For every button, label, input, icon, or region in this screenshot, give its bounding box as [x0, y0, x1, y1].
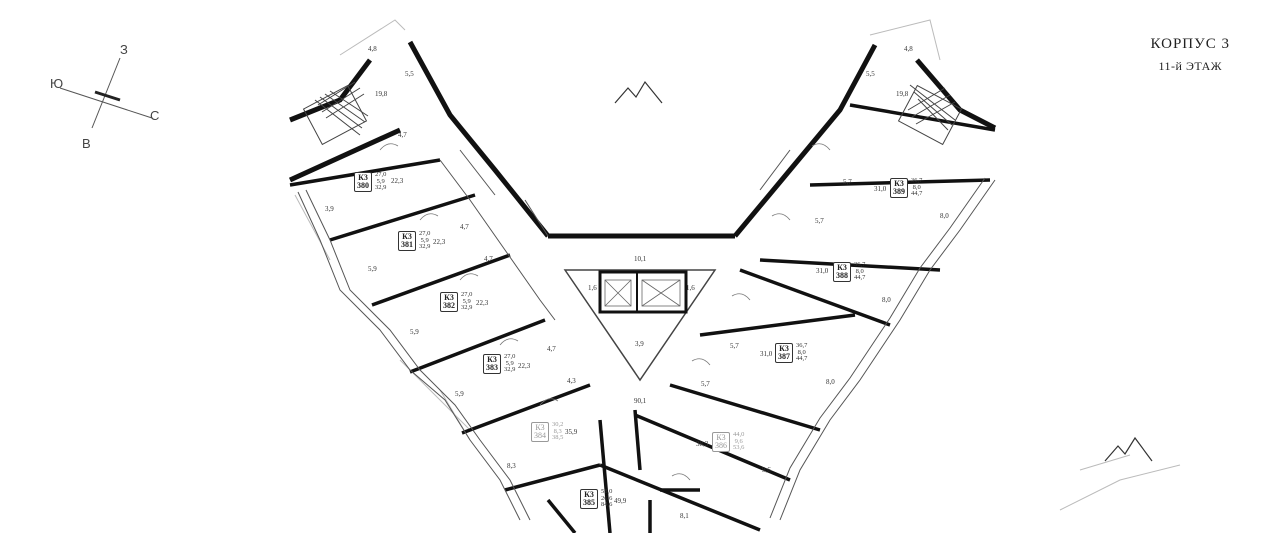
compass: З В С Ю: [40, 40, 170, 160]
building-title: КОРПУС 3: [1150, 36, 1230, 52]
room-area-label: 5,7: [701, 380, 710, 388]
room-area-label: 5,9: [368, 265, 377, 273]
room-area-label: 4,8: [368, 45, 377, 53]
room-area-label: 10,1: [634, 255, 647, 263]
room-area-label: 38,3: [696, 440, 709, 448]
room-area-label: 22,3: [476, 299, 489, 307]
room-area-label: 49,9: [614, 497, 627, 505]
room-area-label: 4,3: [567, 377, 576, 385]
compass-west-label: Ю: [50, 76, 64, 91]
room-area-label: 8,3: [507, 462, 516, 470]
room-area-label: 4,7: [460, 223, 469, 231]
compass-north-label: З: [120, 42, 128, 57]
room-area-label: 22,3: [391, 177, 404, 185]
room-area-label: 5,5: [866, 70, 875, 78]
mountain-icon: [614, 80, 1153, 462]
room-area-label: 5,7: [730, 342, 739, 350]
room-area-label: 8,0: [826, 378, 835, 386]
room-area-label: 5,9: [410, 328, 419, 336]
room-area-label: 5,5: [405, 70, 414, 78]
room-area-label: 5,9: [455, 390, 464, 398]
title-block: КОРПУС 3 11-й ЭТАЖ: [1150, 36, 1230, 74]
room-area-label: 3,9: [325, 205, 334, 213]
room-area-label: 31,0: [816, 267, 829, 275]
room-area-label: 90,1: [634, 397, 647, 405]
room-area-label: 9,6: [762, 466, 771, 474]
room-area-label: 4,7: [484, 255, 493, 263]
room-area-label: 3,9: [635, 340, 644, 348]
room-area-label: 22,3: [518, 362, 531, 370]
room-area-label: 35,9: [565, 428, 578, 436]
compass-south-label: В: [82, 136, 91, 151]
compass-arrow-icon: [59, 57, 153, 129]
room-area-label: 1,6: [588, 284, 597, 292]
room-area-label: 31,0: [874, 185, 887, 193]
floor-title: 11-й ЭТАЖ: [1158, 59, 1223, 73]
room-area-label: 5,7: [815, 217, 824, 225]
room-area-label: 4,7: [547, 345, 556, 353]
room-area-label: 1,6: [686, 284, 695, 292]
room-area-label: 8,1: [680, 512, 689, 520]
room-area-label: 8,0: [940, 212, 949, 220]
stair-left: [302, 81, 369, 146]
compass-east-label: С: [150, 108, 160, 123]
room-area-label: 4,7: [398, 131, 407, 139]
room-area-label: 19,8: [896, 90, 909, 98]
room-area-label: 8,0: [882, 296, 891, 304]
room-area-label: 5,7: [843, 178, 852, 186]
central-core: [563, 269, 717, 382]
room-area-label: 19,8: [375, 90, 388, 98]
left-wing-walls: [288, 40, 997, 239]
room-area-label: 31,0: [760, 350, 773, 358]
room-area-label: 22,3: [433, 238, 446, 246]
stair-right: [897, 84, 963, 146]
room-area-label: 4,8: [904, 45, 913, 53]
